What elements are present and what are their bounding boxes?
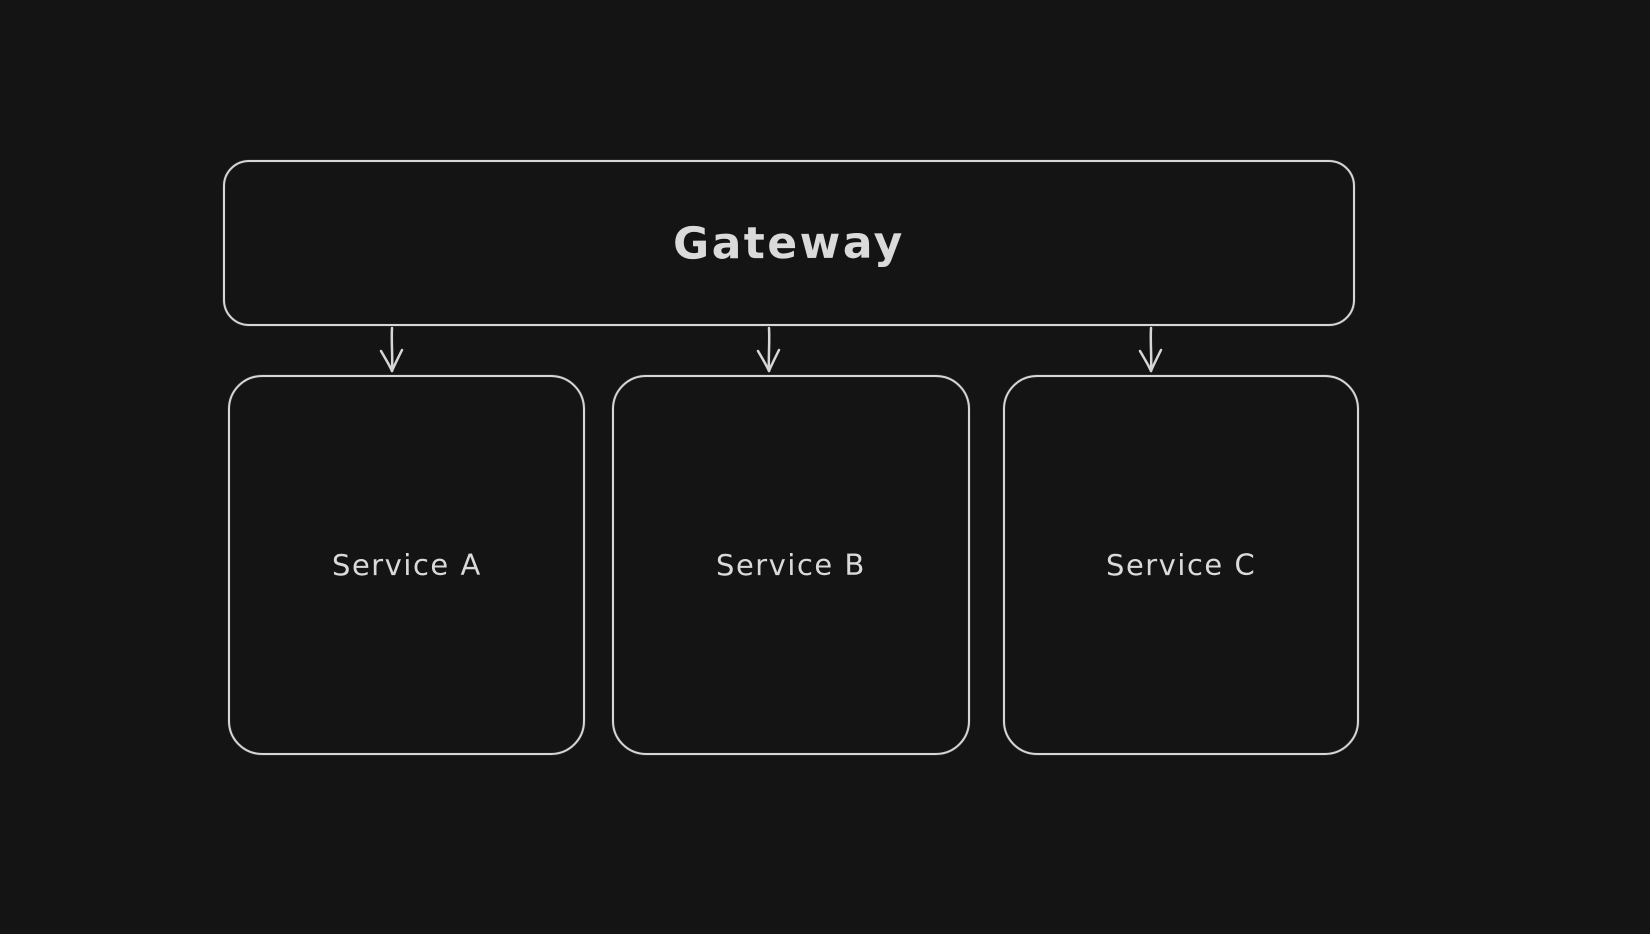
arrow-gateway-to-service-a: [379, 326, 404, 373]
node-service-a: Service A: [228, 375, 585, 755]
arrow-gateway-to-service-b: [756, 326, 781, 373]
node-service-a-label: Service A: [331, 547, 482, 583]
node-gateway-label: Gateway: [672, 216, 906, 270]
node-service-b-label: Service B: [716, 547, 866, 583]
node-service-b: Service B: [612, 375, 970, 755]
node-gateway: Gateway: [223, 160, 1355, 326]
node-service-c-label: Service C: [1105, 547, 1257, 583]
arrow-gateway-to-service-c: [1138, 326, 1163, 373]
node-service-c: Service C: [1003, 375, 1359, 755]
